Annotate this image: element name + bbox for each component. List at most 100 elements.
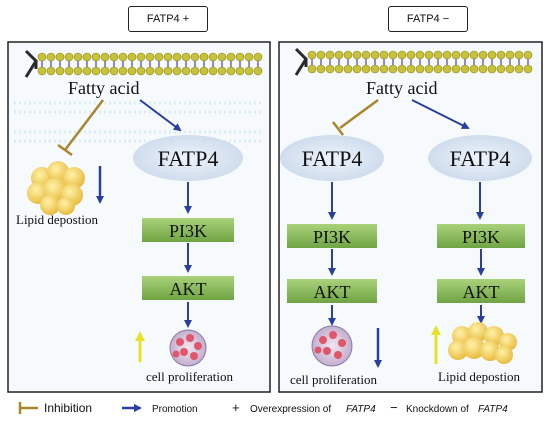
membrane-receptor-icon xyxy=(294,47,308,76)
right-fatp4-a-label: FATP4 xyxy=(302,146,363,171)
membrane-bead xyxy=(226,52,236,62)
right-akt-b-box xyxy=(437,279,525,303)
membrane-bead xyxy=(253,66,263,76)
left-cell-label: cell proliferation xyxy=(146,369,233,384)
membrane-bead xyxy=(46,66,56,76)
left-inhibition-to-lipid xyxy=(57,99,104,157)
legend-inhibition-label: Inhibition xyxy=(44,401,92,415)
membrane-bead xyxy=(154,66,164,76)
membrane-bead xyxy=(100,52,110,62)
membrane-bead xyxy=(235,66,245,76)
header-left-wrap: FATP4 + xyxy=(128,6,208,32)
membrane-bead xyxy=(514,64,524,74)
membrane-bead xyxy=(496,50,506,60)
membrane-bead xyxy=(226,66,236,76)
membrane-bead xyxy=(172,52,182,62)
legend-minus-symbol: − xyxy=(390,400,398,415)
membrane-bead xyxy=(379,50,389,60)
membrane-bead xyxy=(100,66,110,76)
membrane-bead xyxy=(163,66,173,76)
right-lipid-cluster-icon xyxy=(448,322,517,364)
right-lipid-label: Lipid depostion xyxy=(438,369,520,384)
membrane-bead xyxy=(316,50,326,60)
membrane-bead xyxy=(433,50,443,60)
right-pi3k-b-label: PI3K xyxy=(462,227,500,247)
membrane-bead xyxy=(388,50,398,60)
membrane-bead xyxy=(307,50,317,60)
membrane-bead xyxy=(424,64,434,74)
membrane-bead xyxy=(415,64,425,74)
membrane-bead xyxy=(469,50,479,60)
left-akt-label: AKT xyxy=(170,279,207,299)
legend-promotion-label: Promotion xyxy=(152,404,198,415)
membrane-bead xyxy=(244,52,254,62)
membrane-bead xyxy=(379,64,389,74)
legend-plus-symbol: + xyxy=(232,400,240,415)
membrane-bead xyxy=(235,52,245,62)
membrane-bead xyxy=(442,64,452,74)
membrane-bead xyxy=(325,50,335,60)
right-akt-a-box xyxy=(287,279,377,303)
left-lipid-cluster-icon xyxy=(27,161,85,215)
membrane-bead xyxy=(208,66,218,76)
membrane-bead xyxy=(523,64,533,74)
legend: Inhibition Promotion + Overexpression of… xyxy=(18,400,508,415)
left-lipid-label: Lipid depostion xyxy=(16,212,98,227)
membrane-bead xyxy=(199,66,209,76)
membrane-bead xyxy=(181,52,191,62)
membrane-bead xyxy=(64,66,74,76)
membrane-bead xyxy=(127,52,137,62)
right-akt-b-label: AKT xyxy=(463,282,500,302)
membrane-bead xyxy=(127,66,137,76)
membrane-bead xyxy=(370,64,380,74)
legend-gene-italic-2: FATP4 xyxy=(478,404,508,415)
membrane-bead xyxy=(496,64,506,74)
membrane-bead xyxy=(397,64,407,74)
membrane-bead xyxy=(307,64,317,74)
membrane-bead xyxy=(244,66,254,76)
membrane-bead xyxy=(478,50,488,60)
membrane-bead xyxy=(415,50,425,60)
right-arrow-to-fatp4-b xyxy=(411,99,470,129)
membrane-bead xyxy=(487,50,497,60)
membrane-bead xyxy=(208,52,218,62)
membrane-bead xyxy=(55,52,65,62)
membrane-bead xyxy=(397,50,407,60)
membrane-bead xyxy=(406,64,416,74)
left-arrow-to-fatp4 xyxy=(139,99,182,132)
membrane-bead xyxy=(460,50,470,60)
left-pi3k-label: PI3K xyxy=(169,221,207,241)
membrane-bead xyxy=(352,50,362,60)
membrane-bead xyxy=(316,64,326,74)
membrane-bead xyxy=(163,52,173,62)
membrane-bead xyxy=(181,66,191,76)
membrane-left xyxy=(24,49,263,78)
membrane-receptor-icon xyxy=(24,49,38,78)
membrane-bead xyxy=(190,52,200,62)
membrane-bead xyxy=(442,50,452,60)
membrane-bead xyxy=(73,52,83,62)
membrane-bead xyxy=(145,66,155,76)
legend-overexpression-label: Overexpression of xyxy=(250,404,331,415)
membrane-bead xyxy=(37,52,47,62)
membrane-bead xyxy=(361,50,371,60)
left-fatp4-ellipse xyxy=(133,135,243,181)
membrane-bead xyxy=(136,52,146,62)
membrane-bead xyxy=(55,66,65,76)
membrane-bead xyxy=(82,66,92,76)
header-fatp4-plus: FATP4 + xyxy=(128,6,208,32)
membrane-bead xyxy=(217,66,227,76)
membrane-bead xyxy=(82,52,92,62)
membrane-bead xyxy=(46,52,56,62)
membrane-bead xyxy=(451,50,461,60)
right-fatp4-a-ellipse xyxy=(280,135,384,181)
membrane-bead xyxy=(370,50,380,60)
membrane-bead xyxy=(487,64,497,74)
membrane-bead xyxy=(190,66,200,76)
right-fatp4-b-ellipse xyxy=(428,135,532,181)
membrane-bead xyxy=(73,66,83,76)
membrane-bead xyxy=(91,52,101,62)
right-fatp4-b-label: FATP4 xyxy=(450,146,511,171)
left-fatty-acid-label: Fatty acid xyxy=(68,78,139,98)
legend-inhibition-symbol xyxy=(18,402,38,414)
